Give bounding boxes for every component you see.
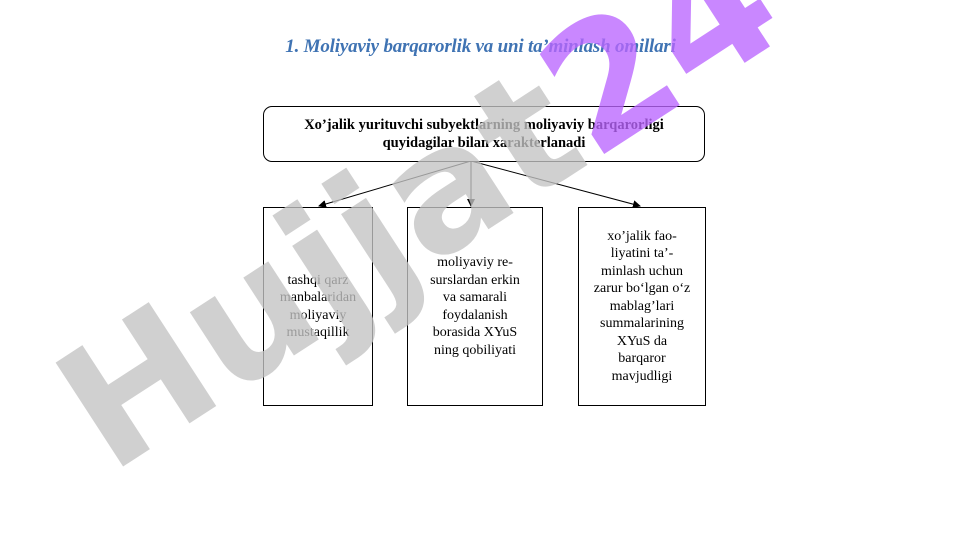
root-node-label: Xo’jalik yurituvchi subyektlarning moliy… — [304, 117, 664, 151]
child-node-2-label: moliyaviy re- surslardan erkin va samara… — [430, 255, 520, 358]
arrow-to-box-1 — [318, 160, 472, 208]
child-node-3: xo’jalik fao- liyatini ta’- minlash uchu… — [578, 207, 706, 406]
root-node: Xo’jalik yurituvchi subyektlarning moliy… — [263, 106, 705, 162]
child-node-1: tashqi qarz manbalaridan moliyaviy musta… — [263, 207, 373, 406]
child-node-3-label: xo’jalik fao- liyatini ta’- minlash uchu… — [593, 228, 691, 384]
page-title: 1. Moliyaviy barqarorlik va uni ta’minla… — [285, 36, 676, 57]
child-node-2: moliyaviy re- surslardan erkin va samara… — [407, 207, 543, 406]
child-node-1-label: tashqi qarz manbalaridan moliyaviy musta… — [279, 272, 357, 341]
arrow-to-box-3 — [470, 160, 641, 209]
